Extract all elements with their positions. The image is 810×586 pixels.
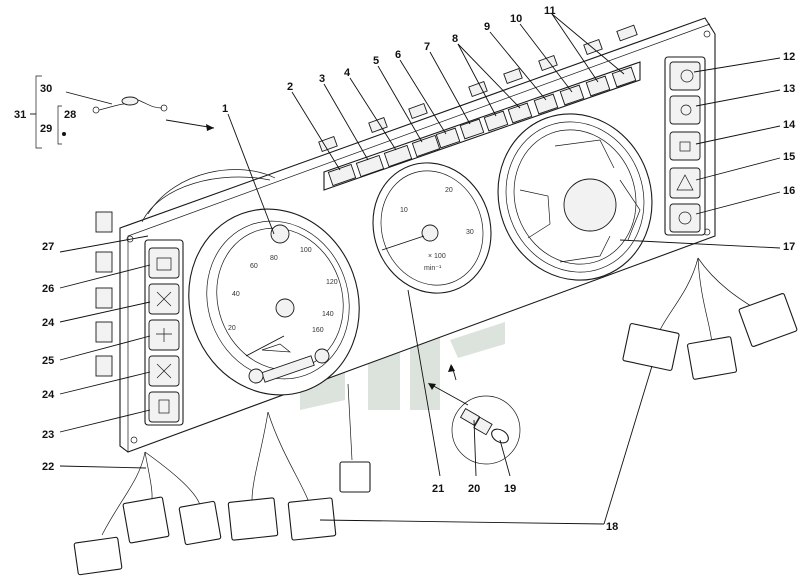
- label-5: 5: [373, 55, 379, 67]
- label-8: 8: [452, 33, 458, 45]
- left-switches: [144, 239, 184, 426]
- label-31: 31: [14, 109, 26, 121]
- speedo-tick-120: 120: [326, 279, 338, 286]
- label-24-lower: 24: [42, 389, 55, 401]
- tacho-unit-bottom: min⁻¹: [424, 265, 442, 272]
- tacho-tick-10: 10: [400, 207, 408, 214]
- label-17: 17: [783, 241, 795, 253]
- speedo-tick-140: 140: [322, 311, 334, 318]
- label-1: 1: [222, 103, 228, 115]
- speedo-tick-40: 40: [232, 291, 240, 298]
- label-21: 21: [432, 483, 444, 495]
- label-19: 19: [504, 483, 516, 495]
- label-4: 4: [344, 67, 351, 79]
- label-14: 14: [783, 119, 796, 131]
- combination-gauge: [497, 113, 653, 281]
- label-11: 11: [544, 5, 556, 17]
- label-25: 25: [42, 355, 54, 367]
- label-20: 20: [468, 483, 480, 495]
- indicator-strip: [323, 61, 641, 191]
- speedo-tick-100: 100: [300, 247, 312, 254]
- label-30: 30: [40, 83, 52, 95]
- label-15: 15: [783, 151, 795, 163]
- label-24-upper: 24: [42, 317, 55, 329]
- label-22: 22: [42, 461, 54, 473]
- label-16: 16: [783, 185, 795, 197]
- tachometer: 10 20 30 × 100 min⁻¹: [372, 162, 492, 294]
- label-26: 26: [42, 283, 54, 295]
- speedo-tick-60: 60: [250, 263, 258, 270]
- callout-labels: 1 2 3 4 5 6 7 8 9 10 11 12 13 14 15 16 1…: [14, 5, 796, 533]
- tacho-tick-30: 30: [466, 229, 474, 236]
- label-7: 7: [424, 41, 430, 53]
- label-9: 9: [484, 21, 490, 33]
- speedo-tick-80: 80: [270, 255, 278, 262]
- label-23: 23: [42, 429, 54, 441]
- label-27: 27: [42, 241, 54, 253]
- wiring-harnesses: [73, 257, 798, 576]
- bulb-assembly: [451, 395, 521, 465]
- label-29: 29: [40, 123, 52, 135]
- speedo-tick-160: 160: [312, 327, 324, 334]
- tacho-unit-top: × 100: [428, 253, 446, 260]
- label-13: 13: [783, 83, 795, 95]
- leader-lines: [30, 13, 781, 525]
- label-3: 3: [319, 73, 325, 85]
- sensor-item: [35, 75, 215, 149]
- label-10: 10: [510, 13, 522, 25]
- speedo-tick-20: 20: [228, 325, 236, 332]
- speedometer: 20 40 60 80 100 120 140 160: [188, 208, 360, 396]
- label-12: 12: [783, 51, 795, 63]
- direction-arrows: [428, 364, 469, 406]
- right-warning-lamps: [664, 56, 706, 236]
- tacho-tick-20: 20: [445, 187, 453, 194]
- label-6: 6: [395, 49, 401, 61]
- label-2: 2: [287, 81, 293, 93]
- label-18: 18: [606, 521, 618, 533]
- label-28: 28: [64, 109, 76, 121]
